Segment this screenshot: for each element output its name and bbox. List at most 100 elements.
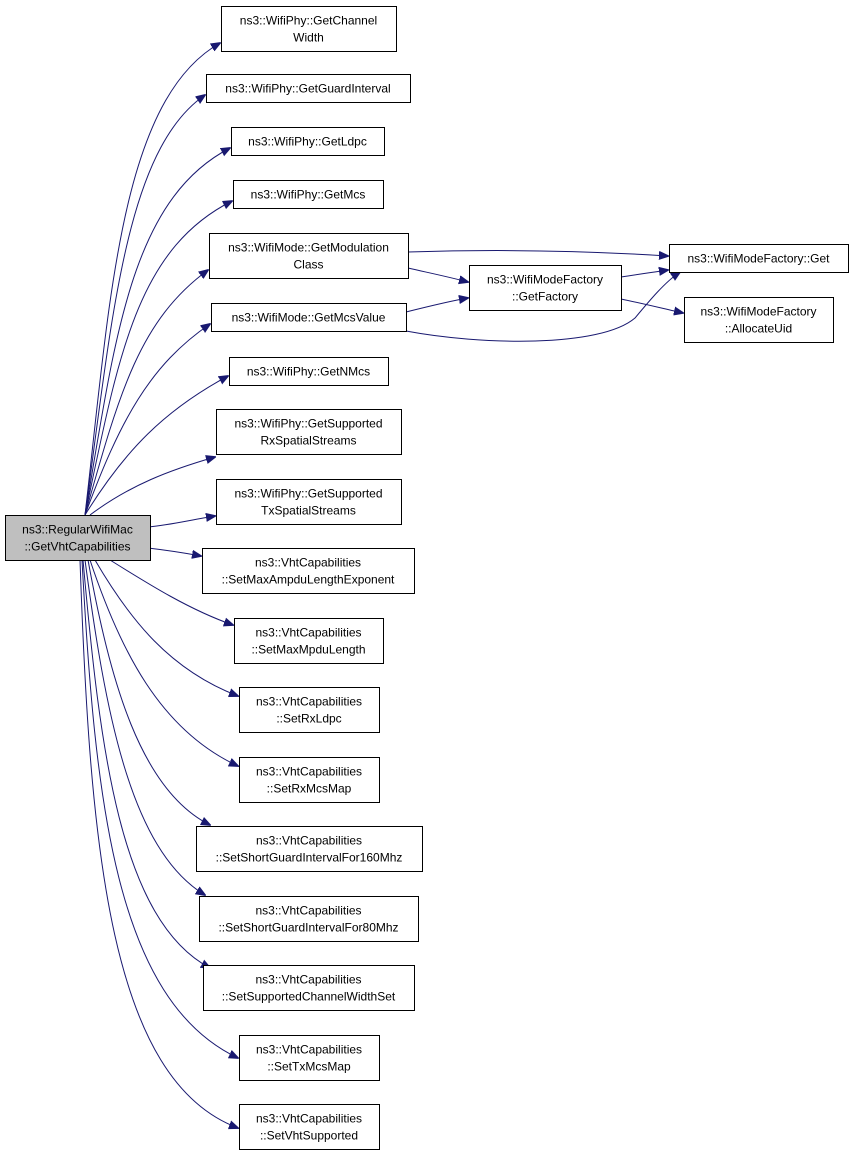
edge-root-to-n8 <box>89 457 215 516</box>
edge-root-to-n9 <box>147 516 215 528</box>
function-node-n10[interactable]: ns3::VhtCapabilities::SetMaxAmpduLengthE… <box>202 548 415 594</box>
node-label-line: ns3::RegularWifiMac <box>22 523 133 537</box>
node-box <box>221 6 397 52</box>
node-box <box>211 303 407 332</box>
node-label-line: Class <box>293 258 323 272</box>
edge-n6-to-g1 <box>405 272 680 342</box>
node-label-line: ns3::VhtCapabilities <box>256 834 362 848</box>
node-label-line: Width <box>293 31 324 45</box>
node-label-line: ns3::WifiModeFactory::Get <box>687 252 830 266</box>
function-node-n17[interactable]: ns3::VhtCapabilities::SetTxMcsMap <box>239 1035 380 1081</box>
edge-root-to-n15 <box>84 559 205 895</box>
edges <box>79 43 683 1128</box>
node-box <box>234 618 384 664</box>
root-function-node[interactable]: ns3::RegularWifiMac::GetVhtCapabilities <box>5 515 151 561</box>
function-node-g1[interactable]: ns3::WifiModeFactory::Get <box>669 244 849 273</box>
edge-root-to-n12 <box>94 559 238 696</box>
node-box <box>209 233 409 279</box>
node-label-line: ns3::VhtCapabilities <box>256 695 362 709</box>
node-label-line: ns3::WifiPhy::GetSupported <box>234 487 382 501</box>
function-node-n12[interactable]: ns3::VhtCapabilities::SetRxLdpc <box>239 687 380 733</box>
node-label-line: ::SetSupportedChannelWidthSet <box>222 990 396 1004</box>
function-node-n11[interactable]: ns3::VhtCapabilities::SetMaxMpduLength <box>234 618 384 664</box>
node-label-line: ns3::VhtCapabilities <box>255 556 361 570</box>
node-box <box>5 515 151 561</box>
edge-root-to-n17 <box>81 559 238 1058</box>
edge-n6-to-f1 <box>405 298 468 313</box>
function-node-n16[interactable]: ns3::VhtCapabilities::SetSupportedChanne… <box>203 965 415 1011</box>
node-label-line: ::SetRxMcsMap <box>267 782 352 796</box>
node-label-line: ns3::WifiModeFactory <box>487 273 603 287</box>
function-node-n8[interactable]: ns3::WifiPhy::GetSupportedRxSpatialStrea… <box>216 409 402 455</box>
node-box <box>239 687 380 733</box>
node-box <box>229 357 389 386</box>
edge-root-to-n10 <box>147 547 201 556</box>
function-node-n7[interactable]: ns3::WifiPhy::GetNMcs <box>229 357 389 386</box>
edge-root-to-n7 <box>84 376 228 516</box>
node-label-line: ::GetFactory <box>512 290 578 304</box>
function-node-n14[interactable]: ns3::VhtCapabilities::SetShortGuardInter… <box>196 826 423 872</box>
node-label-line: ::SetMaxMpduLength <box>251 643 365 657</box>
node-label-line: ns3::WifiPhy::GetSupported <box>234 417 382 431</box>
edge-root-to-n6 <box>84 324 210 516</box>
node-box <box>216 479 402 525</box>
node-label-line: ::SetMaxAmpduLengthExponent <box>222 573 395 587</box>
node-label-line: ::SetTxMcsMap <box>267 1060 351 1074</box>
function-node-n9[interactable]: ns3::WifiPhy::GetSupportedTxSpatialStrea… <box>216 479 402 525</box>
node-box <box>199 896 419 942</box>
node-label-line: ns3::WifiMode::GetModulation <box>228 241 389 255</box>
node-label-line: ns3::WifiPhy::GetNMcs <box>247 365 370 379</box>
function-node-f1[interactable]: ns3::WifiModeFactory::GetFactory <box>469 265 622 311</box>
edge-root-to-n18 <box>79 559 238 1128</box>
function-node-n13[interactable]: ns3::VhtCapabilities::SetRxMcsMap <box>239 757 380 803</box>
node-label-line: ns3::WifiModeFactory <box>700 305 816 319</box>
node-label-line: ns3::VhtCapabilities <box>256 1112 362 1126</box>
node-label-line: ::SetRxLdpc <box>276 712 341 726</box>
function-node-n4[interactable]: ns3::WifiPhy::GetMcs <box>233 180 384 209</box>
node-box <box>206 74 411 103</box>
edge-root-to-n16 <box>82 559 210 968</box>
node-label-line: ns3::WifiMode::GetMcsValue <box>232 311 386 325</box>
edge-n5-to-f1 <box>407 267 468 282</box>
node-box <box>231 127 385 156</box>
edge-root-to-n5 <box>84 270 208 516</box>
node-label-line: ns3::VhtCapabilities <box>255 973 361 987</box>
function-node-n18[interactable]: ns3::VhtCapabilities::SetVhtSupported <box>239 1104 380 1150</box>
edge-root-to-n3 <box>84 148 230 516</box>
function-node-n2[interactable]: ns3::WifiPhy::GetGuardInterval <box>206 74 411 103</box>
node-box <box>196 826 423 872</box>
node-label-line: ns3::VhtCapabilities <box>255 626 361 640</box>
edge-root-to-n11 <box>109 559 233 625</box>
function-node-n3[interactable]: ns3::WifiPhy::GetLdpc <box>231 127 385 156</box>
node-label-line: ns3::VhtCapabilities <box>256 765 362 779</box>
edge-n5-to-g1 <box>407 250 668 256</box>
node-label-line: ::SetShortGuardIntervalFor160Mhz <box>216 851 403 865</box>
node-box <box>239 1035 380 1081</box>
node-label-line: ns3::WifiPhy::GetGuardInterval <box>225 82 390 96</box>
function-node-n15[interactable]: ns3::VhtCapabilities::SetShortGuardInter… <box>199 896 419 942</box>
node-box <box>684 297 834 343</box>
node-label-line: ::SetShortGuardIntervalFor80Mhz <box>218 921 398 935</box>
edge-f1-to-g1 <box>620 270 668 278</box>
function-node-a1[interactable]: ns3::WifiModeFactory::AllocateUid <box>684 297 834 343</box>
edge-root-to-n1 <box>84 43 220 516</box>
node-box <box>669 244 849 273</box>
nodes: ns3::RegularWifiMac::GetVhtCapabilitiesn… <box>5 6 849 1150</box>
edge-root-to-n14 <box>87 559 210 825</box>
node-label-line: ::GetVhtCapabilities <box>24 540 130 554</box>
edge-f1-to-a1 <box>620 298 683 313</box>
node-label-line: ::AllocateUid <box>725 322 792 336</box>
edge-root-to-n13 <box>89 559 238 766</box>
node-box <box>216 409 402 455</box>
edge-root-to-n4 <box>84 201 232 516</box>
node-label-line: ns3::WifiPhy::GetMcs <box>251 188 366 202</box>
node-label-line: ns3::WifiPhy::GetChannel <box>240 14 377 28</box>
node-box <box>202 548 415 594</box>
node-box <box>239 1104 380 1150</box>
node-label-line: RxSpatialStreams <box>260 434 356 448</box>
function-node-n6[interactable]: ns3::WifiMode::GetMcsValue <box>211 303 407 332</box>
node-box <box>469 265 622 311</box>
